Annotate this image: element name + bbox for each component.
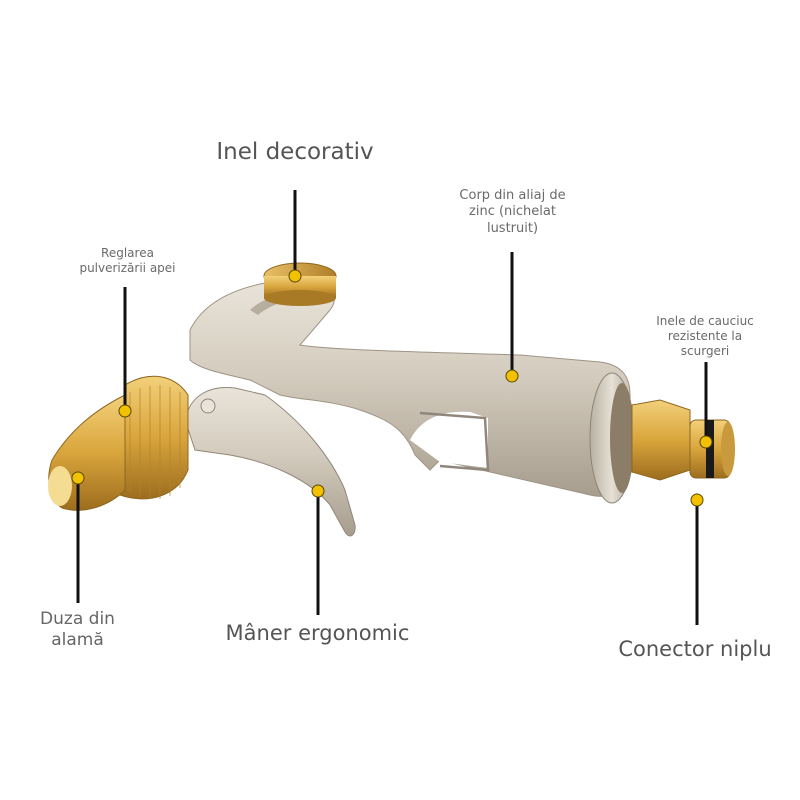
marker-decorative-ring bbox=[288, 269, 302, 283]
marker-spray-adjust bbox=[118, 404, 132, 418]
label-nipple-connector: Conector niplu bbox=[618, 637, 772, 661]
brass-nozzle-assembly bbox=[48, 375, 189, 511]
markers bbox=[71, 269, 713, 507]
label-decorative-ring: Inel decorativ bbox=[216, 139, 374, 165]
label-zinc-body: Corp din aliaj de zinc (nichelat lustrui… bbox=[459, 188, 566, 236]
label-ergonomic-handle: Mâner ergonomic bbox=[225, 621, 410, 645]
marker-brass-nozzle bbox=[71, 471, 85, 485]
label-brass-nozzle: Duza din alamă bbox=[40, 609, 115, 651]
label-rubber-rings: Inele de cauciuc rezistente la scurgeri bbox=[656, 314, 754, 358]
leader-lines bbox=[76, 190, 708, 625]
marker-zinc-body bbox=[505, 369, 519, 383]
nipple-connector bbox=[631, 399, 735, 481]
marker-nipple-connector bbox=[690, 493, 704, 507]
gun-body bbox=[189, 262, 635, 504]
marker-rubber-rings bbox=[699, 435, 713, 449]
marker-ergonomic-handle bbox=[311, 484, 325, 498]
trigger-lever bbox=[184, 386, 356, 537]
label-spray-adjust: Reglarea pulverizării apei bbox=[79, 246, 176, 275]
